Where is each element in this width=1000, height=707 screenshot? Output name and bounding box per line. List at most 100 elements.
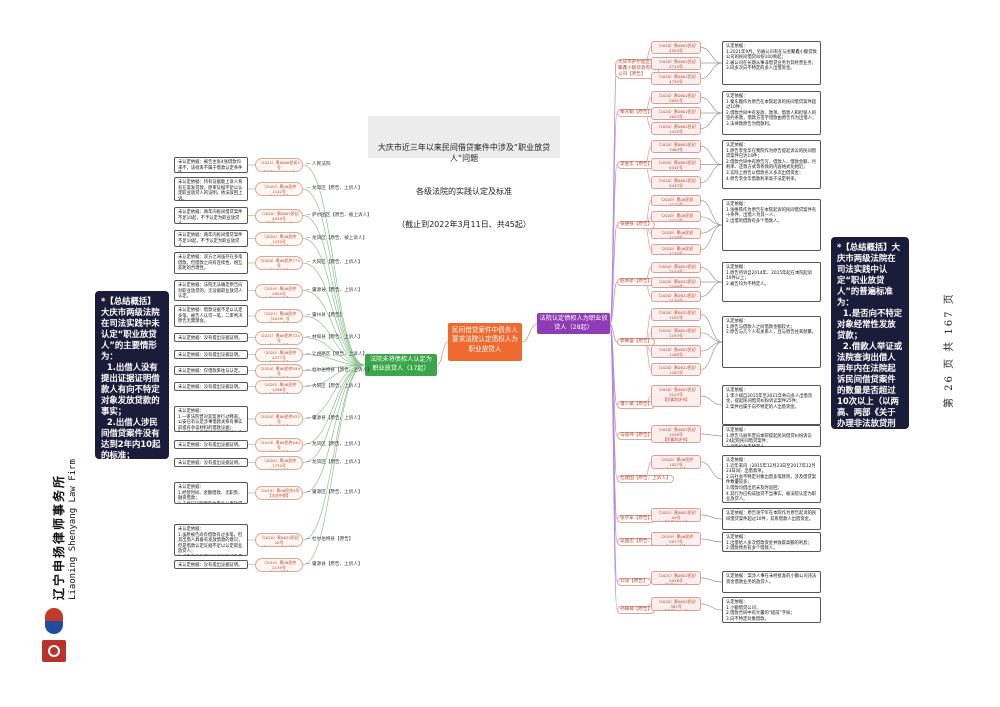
left-case-ref-15: （2019）黑06民终4号 【大庆中院】 — [255, 486, 303, 500]
link-left-branch-17 — [302, 364, 366, 565]
right-ref-11-1: （2019）黑06民终2077号 【大庆中院】 — [651, 532, 701, 546]
link-left-branch-4 — [302, 238, 366, 366]
right-ref-10-1: （2021）黑0602民初44号 【民事判决书】 — [651, 508, 701, 522]
left-case-ref-14: （2020）黑06民终1770号 【大庆中院】 — [255, 455, 303, 470]
link-right-box-2-3 — [700, 112, 723, 129]
right-ref-2-1: （2020）黑0602民初2091号 【民事判决书】 — [651, 91, 701, 104]
link-right-branch-5 — [609, 281, 618, 325]
link-right-box-1-1 — [700, 47, 723, 64]
left-case-ref-9: （2020）黑06民终2277号 【大庆中院】 — [255, 347, 303, 362]
right-ref-5-1: （2020）黑0622民初2154号 【民事判决书】 — [651, 262, 701, 273]
left-case-box-3: 未认定依据：两年内民间借贷案件不足10起，不予认定为职业放贷人。 — [174, 207, 248, 224]
right-case-box-7: 认定依据： 1.李少斌自2015年至2021年共向多人出借资金，提起民间借贷纠纷… — [722, 385, 821, 425]
left-case-ref-11: （2020）黑06民终1296号 【大庆中院】 — [255, 379, 303, 394]
right-court-5: 赵焕新【原告】 — [617, 278, 656, 286]
left-branch-node: 法院未将债权人认定为职业放贷人（17起） — [365, 354, 437, 376]
central-node: 民间借贷案件中债务人要求法院认定债权人为职业放贷人 — [448, 323, 522, 361]
link-right-box-5-1 — [700, 267, 723, 283]
link-right-box-7-1 — [700, 395, 723, 406]
left-case-court-15: — 肇源区【原告、上诉人】 — [306, 490, 363, 495]
right-ref-9-1: （2020）黑06民终1027号 【大庆中院】 — [651, 455, 701, 469]
left-case-ref-17: （2019）黑06民终2139号 【大庆中院】 — [255, 557, 303, 572]
left-case-court-2: — 龙凤区【原告、上诉人】 — [306, 186, 363, 191]
left-case-ref-7: （2021）黑06民终（2019）号 【大庆中院】 — [255, 309, 303, 323]
link-right-branch-9 — [609, 323, 618, 480]
left-case-court-6: — 肇源县【原告、上诉人】 — [306, 287, 363, 293]
right-ref-7-1: （2020）黑0622民初2123号 【民事判决书】 — [651, 385, 701, 407]
right-court-13: 孙楠楠【原告】 — [617, 606, 656, 614]
left-case-court-14: — 龙凤区【原告、上诉人】 — [306, 459, 363, 465]
right-ref-1-2: （2020）黑0602民初4710号 【民事判决书】 — [651, 56, 701, 70]
right-ref-6-3: （2020）黑0622民初1188号 【民事判决书】 — [651, 344, 701, 358]
link-right-box-13-1 — [700, 603, 723, 611]
right-ref-3-3: （2020）黑0602民初5443号 【民事判决书】 — [651, 176, 701, 189]
left-case-court-11: — 大同区【原告、上诉人】 — [306, 383, 363, 389]
right-case-box-8: 认定依据： 1.原告马丽伟曾向本院提起民间借贷纠纷诉讼24起的民间借贷案件； 2… — [722, 425, 821, 447]
right-ref-4-1: （2020）黑06民初2125号 【民事判决书】 — [651, 195, 701, 206]
left-case-box-6: 未认定依据：法院无法确定原告向对职业放贷的，无证据职业放贷人认定。 — [174, 280, 248, 301]
link-right-box-6-4 — [700, 341, 723, 370]
link-left-branch-12 — [302, 364, 366, 420]
left-case-ref-13: （2019）黑06民终440号 【大庆中院】 — [255, 437, 303, 452]
right-ref-4-4: （2020）黑06民初2130号 【民事判决书】 — [651, 244, 701, 255]
left-case-ref-16: （2020）黑0624民初20号 【杜尔伯特县法院】 — [255, 533, 303, 547]
title-line-2: 各级法院的实践认定及标准 — [416, 187, 512, 196]
left-case-box-12: 未认定依据： 1.一审法院曾对其案进行过释道，公安已有认定涉事借款关系有事实前提… — [174, 406, 248, 432]
right-ref-2-2: （2020）黑0602民初1053号 【民事判决书】 — [651, 106, 701, 120]
right-case-box-5: 认定依据： 1.原告所诉自2014年、2015年起在本院起诉10件以上； 2.被… — [722, 262, 821, 302]
firm-name-en: Liaoning Shenyang Law Firm — [68, 459, 78, 600]
left-case-ref-5: （2020）黑06民终773号 【大庆中院】 — [255, 256, 303, 270]
left-case-box-13: 未认定依据：没有提出证据证明。 — [174, 440, 248, 449]
link-right-box-5-3 — [700, 281, 723, 297]
right-court-7: 潘少斌【原告】 — [617, 401, 656, 409]
right-court-9: 杜建国【原告、上诉人】 — [617, 475, 674, 483]
right-ref-13-1: （2020）黑0602民初367号 【民事判决书】 — [651, 597, 701, 611]
right-ref-6-1: （2020）黑0622民初1192号 【民事判决书】 — [651, 308, 701, 321]
link-left-branch-2 — [302, 188, 366, 366]
link-right-box-9-1 — [700, 461, 723, 480]
link-right-box-3-3 — [700, 164, 723, 183]
firm-logo-icon — [42, 640, 66, 662]
left-case-court-3: — 萨尔图区【原告、被上诉人】 — [306, 212, 372, 218]
link-left-branch-7 — [302, 315, 366, 366]
left-case-box-9: 未认定依据：没有提出证据证明。 — [174, 350, 248, 359]
right-court-1: 大庆市萨尔图区金聚鑫小额贷款有限公司【原告】 — [615, 59, 659, 79]
right-case-box-12: 认定依据：案涉人事在未经批准的小额公司违法资金借款业务的放贷人。 — [722, 571, 821, 593]
left-case-court-10: — 杜尔伯特县【原告、上诉人】 — [306, 367, 372, 373]
right-ref-4-3: （2020）黑06民初2128号 【民事判决书】 — [651, 227, 701, 239]
link-right-box-6-1 — [700, 314, 723, 343]
right-court-4: 张维铁【原告】 — [617, 221, 656, 229]
left-case-ref-8: （2021）黑06民终724号 【大庆中院】 — [255, 330, 303, 345]
link-right-box-8-1 — [700, 433, 723, 437]
right-ref-4-2: （2020）黑06民初2127号 【民事判决书】 — [651, 211, 701, 223]
left-case-court-4: — 龙凤区【原告、被上诉人】 — [306, 235, 368, 241]
left-case-ref-1: （2021）黑0606民初4号 【民事二审判决书】 — [255, 158, 303, 172]
left-case-court-9: — 让胡路区【原告、上诉人】 — [306, 351, 368, 357]
link-right-box-10-1 — [700, 514, 723, 520]
right-case-box-6: 认定依据： 1.原告与借款人之间借款金额较大； 2.原告与几个人有关系人，且与原… — [722, 316, 821, 368]
link-right-branch-2 — [609, 112, 618, 325]
left-case-ref-12: （2020）黑06民终922号 【大庆中院】 — [255, 412, 303, 426]
link-left-branch-6 — [302, 290, 366, 366]
left-case-court-8: — 林甸县【原告、上诉人】 — [306, 334, 363, 340]
left-case-box-15: 未认定依据： 1.经营时间、金额借款、无职责、融资借款； 2.未举证证明原告为专… — [174, 482, 248, 504]
right-case-box-3: 认定依据： 1.原告李金华在我院作为原告提起诉讼的民间借贷案件已达14件； 2.… — [722, 140, 821, 189]
right-case-box-4: 认定依据： 1.张维铁作为原告在本院起诉的民间借贷案件有十余件，出借人为其一人；… — [722, 199, 821, 251]
left-case-ref-10: （2020）黑06民终559号 【大庆中院】 — [255, 363, 303, 378]
left-case-court-17: — 肇源县【原告、上诉人】 — [306, 561, 363, 567]
link-right-branch-6 — [609, 323, 618, 343]
right-ref-1-3: （2020）黑0602民初4739号 【民事判决书】 — [651, 72, 701, 85]
left-case-box-1: 未认定依据：被告主张4张借款均来不，该批来不属于借款认定条件外。 — [174, 157, 248, 173]
right-court-10: 张学军【原告】 — [617, 515, 656, 523]
link-right-box-2-1 — [700, 97, 723, 114]
link-right-box-1-3 — [700, 62, 723, 79]
left-case-box-11: 未认定依据：没有提出证据证明。 — [174, 382, 248, 391]
link-center-right — [521, 323, 538, 343]
left-case-box-7: 未认定依据：借款证据不足以认定多笔，被告人认可一笔，二审判决原告无需理会。 — [174, 305, 248, 327]
title-line-1: 大庆市近三年以来民间借贷案件中涉及“职业放贷人”问题 — [377, 143, 551, 163]
left-case-box-4: 未认定依据：两年内民间借贷案件不足10起，不予认定为职业放贷人。 — [174, 230, 248, 247]
right-ref-8-1: （2020）黑0622民初1528号 【民事判决书】 — [651, 425, 701, 443]
link-right-box-4-4 — [700, 224, 723, 250]
link-left-branch-10 — [302, 364, 366, 371]
